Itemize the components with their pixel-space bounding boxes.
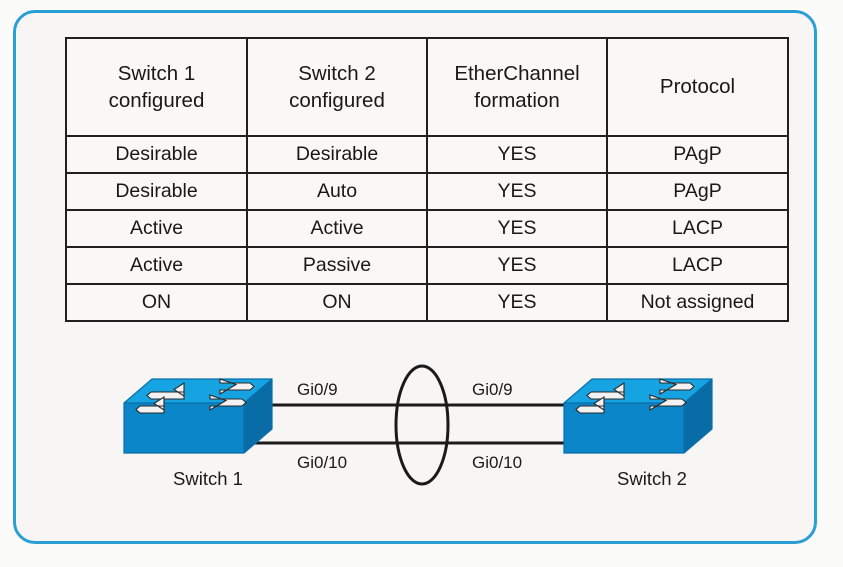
column-header-switch1: Switch 1 configured [65, 37, 248, 137]
cell-formation: YES [426, 246, 608, 285]
cell-formation: YES [426, 283, 608, 322]
cell-switch1: Desirable [65, 135, 248, 174]
switch-icon-left [123, 378, 273, 454]
port-label-right-gi010: Gi0/10 [472, 453, 523, 472]
cell-switch2: Auto [246, 172, 428, 211]
figure-frame: Switch 1 configured Switch 2 configured … [13, 10, 817, 544]
etherchannel-links [246, 403, 586, 445]
switch-label-left: Switch 1 [173, 468, 243, 489]
column-header-switch2: Switch 2 configured [246, 37, 428, 137]
switch-arrows-left [135, 378, 255, 414]
column-header-formation-line1: EtherChannel [454, 61, 580, 85]
table-row: ON ON YES Not assigned [65, 283, 789, 322]
cell-formation: YES [426, 209, 608, 248]
table-row: Desirable Desirable YES PAgP [65, 135, 789, 174]
cell-switch2: Desirable [246, 135, 428, 174]
cell-switch1: Active [65, 246, 248, 285]
port-label-right-gi09: Gi0/9 [472, 380, 513, 399]
switch-label-right: Switch 2 [617, 468, 687, 489]
table-row: Active Active YES LACP [65, 209, 789, 248]
column-header-switch1-line1: Switch 1 [117, 61, 196, 85]
etherchannel-bundle-ellipse [394, 364, 450, 486]
column-header-switch2-line2: configured [289, 89, 385, 112]
etherchannel-mode-table: Switch 1 configured Switch 2 configured … [65, 37, 789, 322]
column-header-switch2-line1: Switch 2 [298, 61, 376, 85]
column-header-protocol-line1: Protocol [659, 75, 736, 99]
port-label-left-gi09: Gi0/9 [297, 380, 338, 399]
cell-switch1: Active [65, 209, 248, 248]
cell-switch2: ON [246, 283, 428, 322]
cell-switch2: Passive [246, 246, 428, 285]
cell-switch1: ON [65, 283, 248, 322]
column-header-formation-line2: formation [474, 89, 560, 112]
column-header-switch1-line2: configured [108, 89, 205, 112]
cell-protocol: LACP [606, 209, 789, 248]
switch-arrows-right [575, 378, 695, 414]
table-header-row: Switch 1 configured Switch 2 configured … [65, 37, 789, 137]
table-row: Active Passive YES LACP [65, 246, 789, 285]
cell-protocol: Not assigned [606, 283, 789, 322]
cell-formation: YES [426, 172, 608, 211]
cell-formation: YES [426, 135, 608, 174]
cell-protocol: PAgP [606, 172, 789, 211]
column-header-protocol: Protocol [606, 37, 789, 137]
cell-protocol: LACP [606, 246, 789, 285]
cell-protocol: PAgP [606, 135, 789, 174]
port-label-left-gi010: Gi0/10 [297, 453, 348, 472]
switch-icon-right [563, 378, 713, 454]
table-row: Desirable Auto YES PAgP [65, 172, 789, 211]
cell-switch2: Active [246, 209, 428, 248]
cell-switch1: Desirable [65, 172, 248, 211]
column-header-etherchannel-formation: EtherChannel formation [426, 37, 608, 137]
